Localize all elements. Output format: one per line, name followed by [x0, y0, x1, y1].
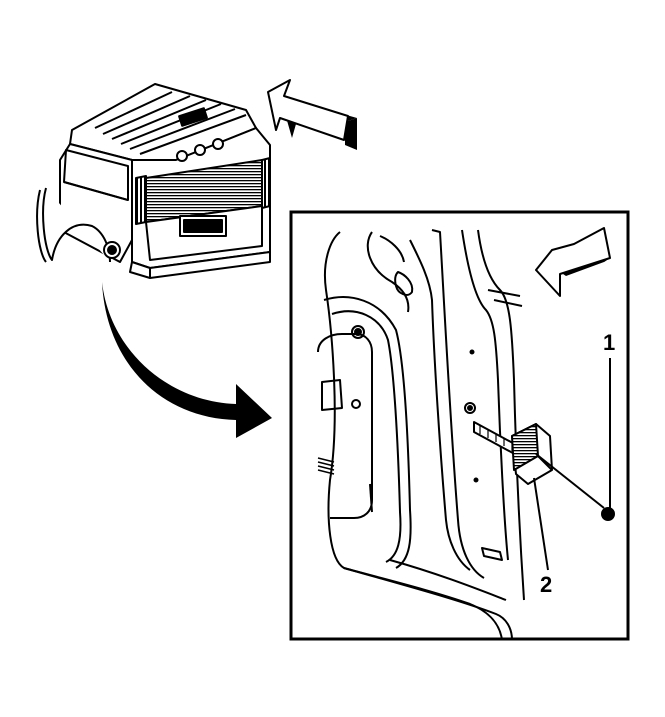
view-arrow-icon: [267, 79, 357, 150]
callout-1-label: 1: [603, 330, 615, 355]
bolt-part: [535, 453, 615, 521]
detail-view-frame: [289, 210, 630, 641]
callout-2-leader: [533, 477, 549, 571]
detail-view-content: 1 2: [317, 227, 615, 638]
detail-view-arrow-icon: [535, 227, 611, 297]
vehicle-rear-overview: [36, 83, 271, 279]
zoom-arrow-icon: [102, 282, 272, 438]
bracket-part: [511, 423, 553, 485]
callout-2-label: 2: [540, 572, 552, 597]
